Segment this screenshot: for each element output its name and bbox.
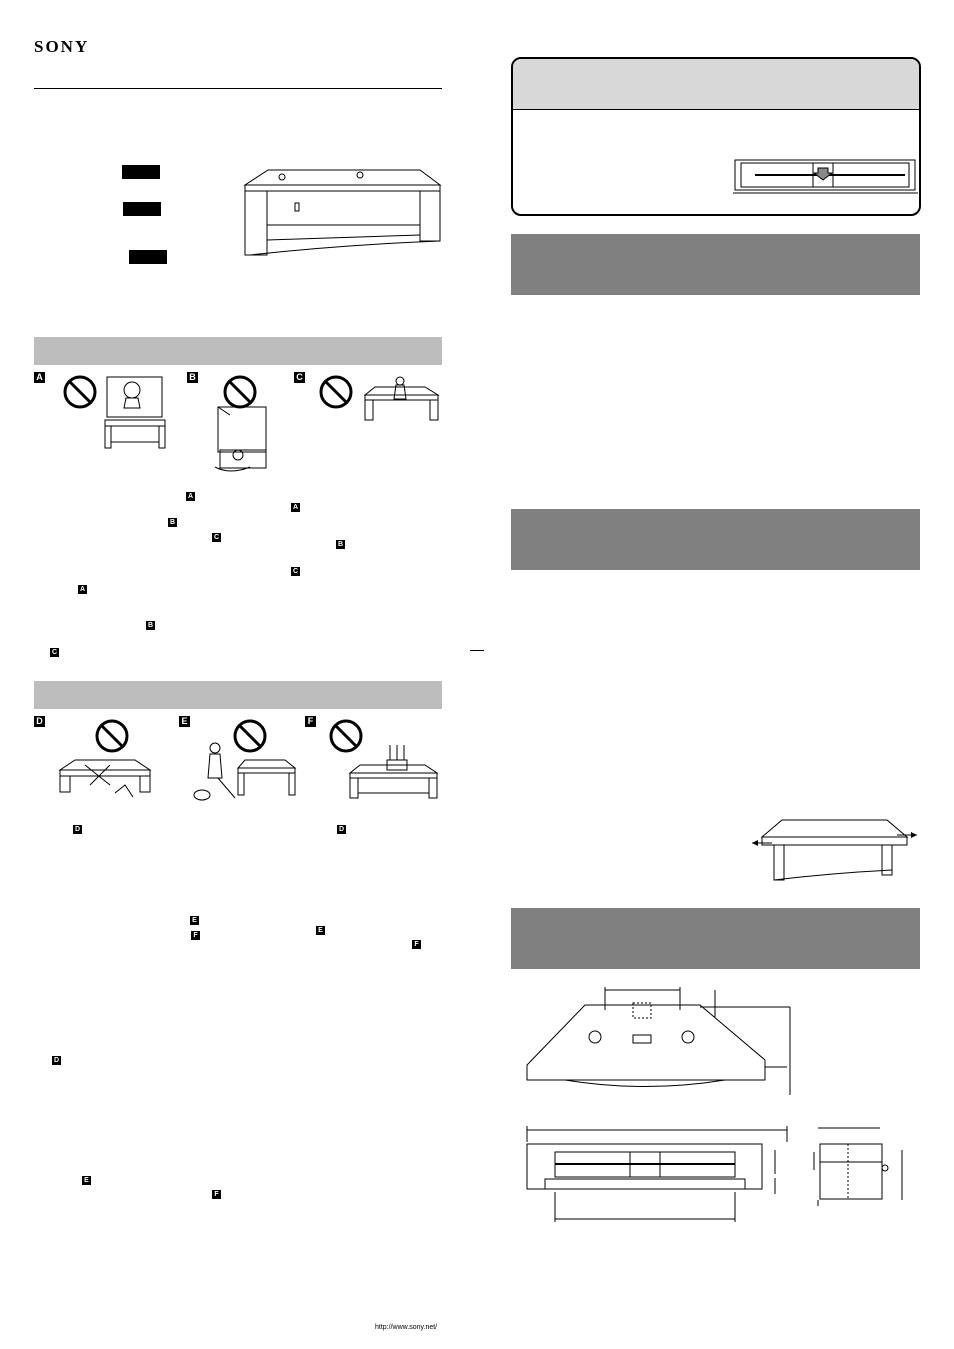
prohibition-icon xyxy=(329,719,363,753)
figure-e-illustration xyxy=(193,742,297,801)
prohibition-icon xyxy=(319,375,353,409)
inline-ref-b: B xyxy=(168,518,177,527)
prohibition-icon xyxy=(95,719,129,753)
side-view-dimension-drawing xyxy=(813,1127,903,1206)
stand-width-illustration xyxy=(752,819,917,881)
figure-label-d: D xyxy=(34,716,45,727)
tv-stand-illustration xyxy=(243,169,442,256)
inline-ref-c: C xyxy=(291,567,300,576)
front-view-dimension-drawing xyxy=(526,1126,788,1222)
arrow-down-icon xyxy=(812,167,834,181)
inline-ref-e: E xyxy=(82,1176,91,1185)
figure-d-illustration xyxy=(58,759,152,798)
figure-label-c: C xyxy=(294,372,305,383)
section-heading-bar-4 xyxy=(511,509,920,570)
section-heading-bar-2 xyxy=(34,681,442,709)
inline-ref-e: E xyxy=(316,926,325,935)
header-rule xyxy=(34,88,442,89)
inline-ref-a: A xyxy=(78,585,87,594)
inline-ref-f: F xyxy=(412,940,421,949)
figure-f-illustration xyxy=(348,745,439,799)
inline-ref-c: C xyxy=(50,648,59,657)
prohibition-icon xyxy=(233,719,267,753)
figure-b-illustration xyxy=(214,406,267,472)
inline-ref-f: F xyxy=(212,1190,221,1199)
footer-url: http://www.sony.net/ xyxy=(375,1324,438,1331)
inline-ref-b: B xyxy=(336,540,345,549)
shelf-front-illustration xyxy=(733,159,918,194)
inline-ref-d: D xyxy=(52,1056,61,1065)
language-tab-3 xyxy=(129,250,167,264)
inline-ref-f: F xyxy=(191,931,200,940)
figure-label-e: E xyxy=(179,716,190,727)
inline-ref-a: A xyxy=(186,492,195,501)
figure-label-f: F xyxy=(305,716,316,727)
figure-label-b: B xyxy=(187,372,198,383)
inline-ref-d: D xyxy=(337,825,346,834)
top-view-dimension-drawing xyxy=(526,987,791,1095)
prohibition-icon xyxy=(63,375,97,409)
language-tab-2 xyxy=(123,202,161,216)
figure-a-illustration xyxy=(104,376,166,449)
inline-ref-e: E xyxy=(190,916,199,925)
inline-ref-d: D xyxy=(73,825,82,834)
section-heading-bar-3 xyxy=(511,234,920,295)
figure-label-a: A xyxy=(34,372,45,383)
margin-mark xyxy=(470,650,484,651)
language-tab-1 xyxy=(122,165,160,179)
note-box-header xyxy=(513,59,919,110)
section-heading-bar-1 xyxy=(34,337,442,365)
section-heading-bar-5 xyxy=(511,908,920,969)
inline-ref-b: B xyxy=(146,621,155,630)
inline-ref-c: C xyxy=(212,533,221,542)
figure-c-illustration xyxy=(363,376,440,421)
note-box xyxy=(511,57,921,216)
brand-logo: SONY xyxy=(34,37,90,56)
inline-ref-a: A xyxy=(291,503,300,512)
